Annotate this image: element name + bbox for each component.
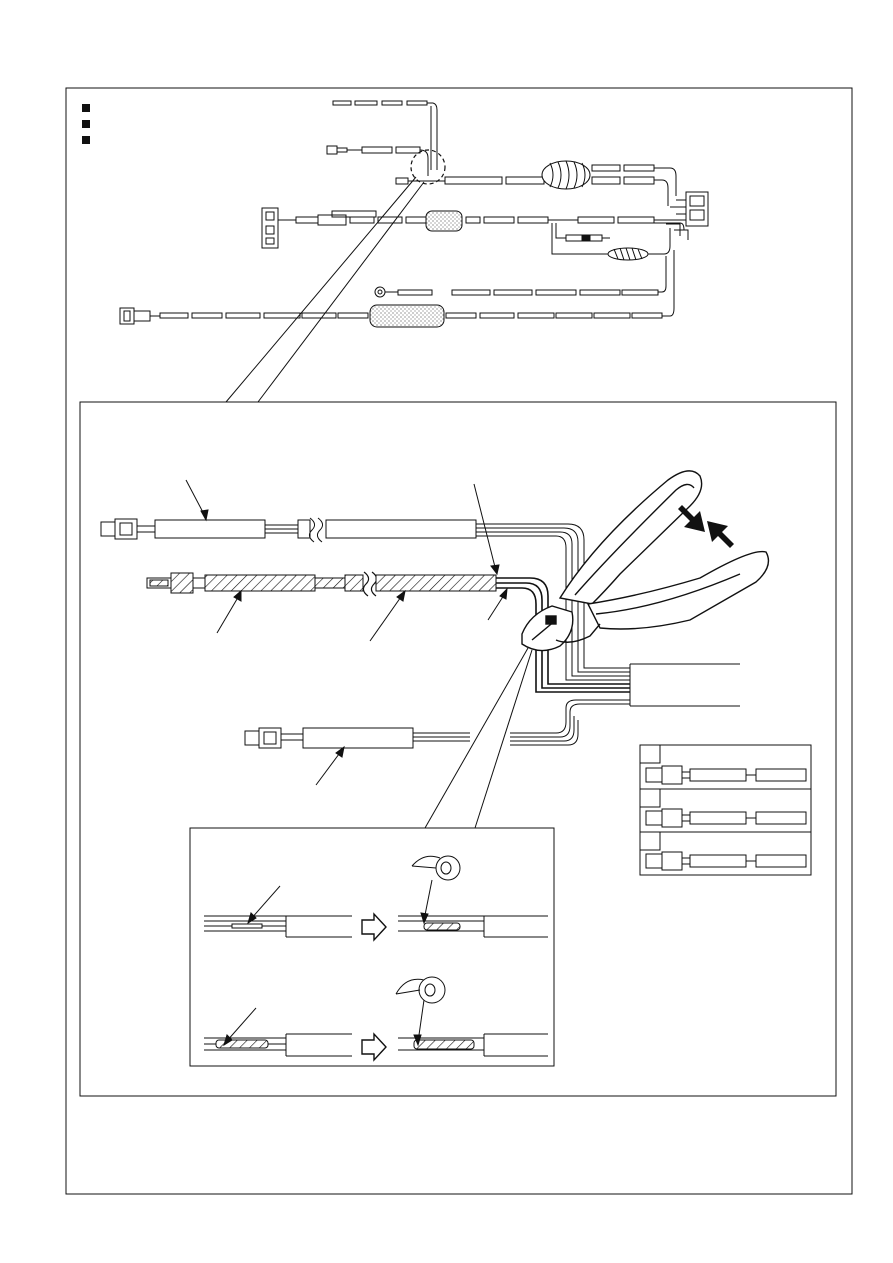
square-bullet-icon	[82, 136, 90, 144]
square-bullet-icon	[82, 120, 90, 128]
overview-top-branch	[332, 100, 438, 170]
press-arrows-icon	[678, 505, 734, 548]
overview-bottom-row	[119, 250, 675, 328]
tape-detail-frame	[189, 827, 555, 1067]
detail-frame	[79, 401, 837, 1097]
overview-lower-branches	[551, 223, 689, 261]
leader-arrows	[185, 479, 508, 786]
overview-main-trunk	[395, 160, 677, 206]
hollow-arrow-icon	[361, 912, 387, 942]
zoom-lines	[225, 176, 425, 403]
square-bullet-icon	[82, 104, 90, 112]
legend-row-2	[82, 116, 90, 132]
tape-roll-icon	[395, 976, 446, 1004]
output-sheath	[629, 663, 740, 707]
overview-right-connector	[670, 191, 709, 227]
legend-row-1	[82, 100, 90, 116]
upper-cable	[100, 517, 630, 681]
overview-middle-row	[261, 207, 686, 249]
tape-detail-bottom-row	[204, 976, 548, 1062]
cutting-pliers-icon	[521, 470, 770, 652]
tape-detail-top-row	[204, 855, 548, 942]
tape-roll-icon	[411, 855, 461, 881]
lower-cable	[244, 699, 630, 749]
zoom-lines-lower	[424, 647, 533, 829]
legend-row-3	[82, 132, 90, 148]
hatched-cable	[146, 571, 630, 693]
overview-ring-row	[374, 256, 667, 298]
zoom-marker	[410, 149, 446, 185]
overview-connector-branch	[326, 145, 429, 176]
page-frame	[65, 87, 853, 1195]
legend	[82, 100, 90, 148]
hollow-arrow-icon	[361, 1032, 387, 1062]
detail-harness	[100, 479, 740, 786]
harness-overview	[119, 100, 709, 328]
connector-variants	[639, 744, 812, 876]
